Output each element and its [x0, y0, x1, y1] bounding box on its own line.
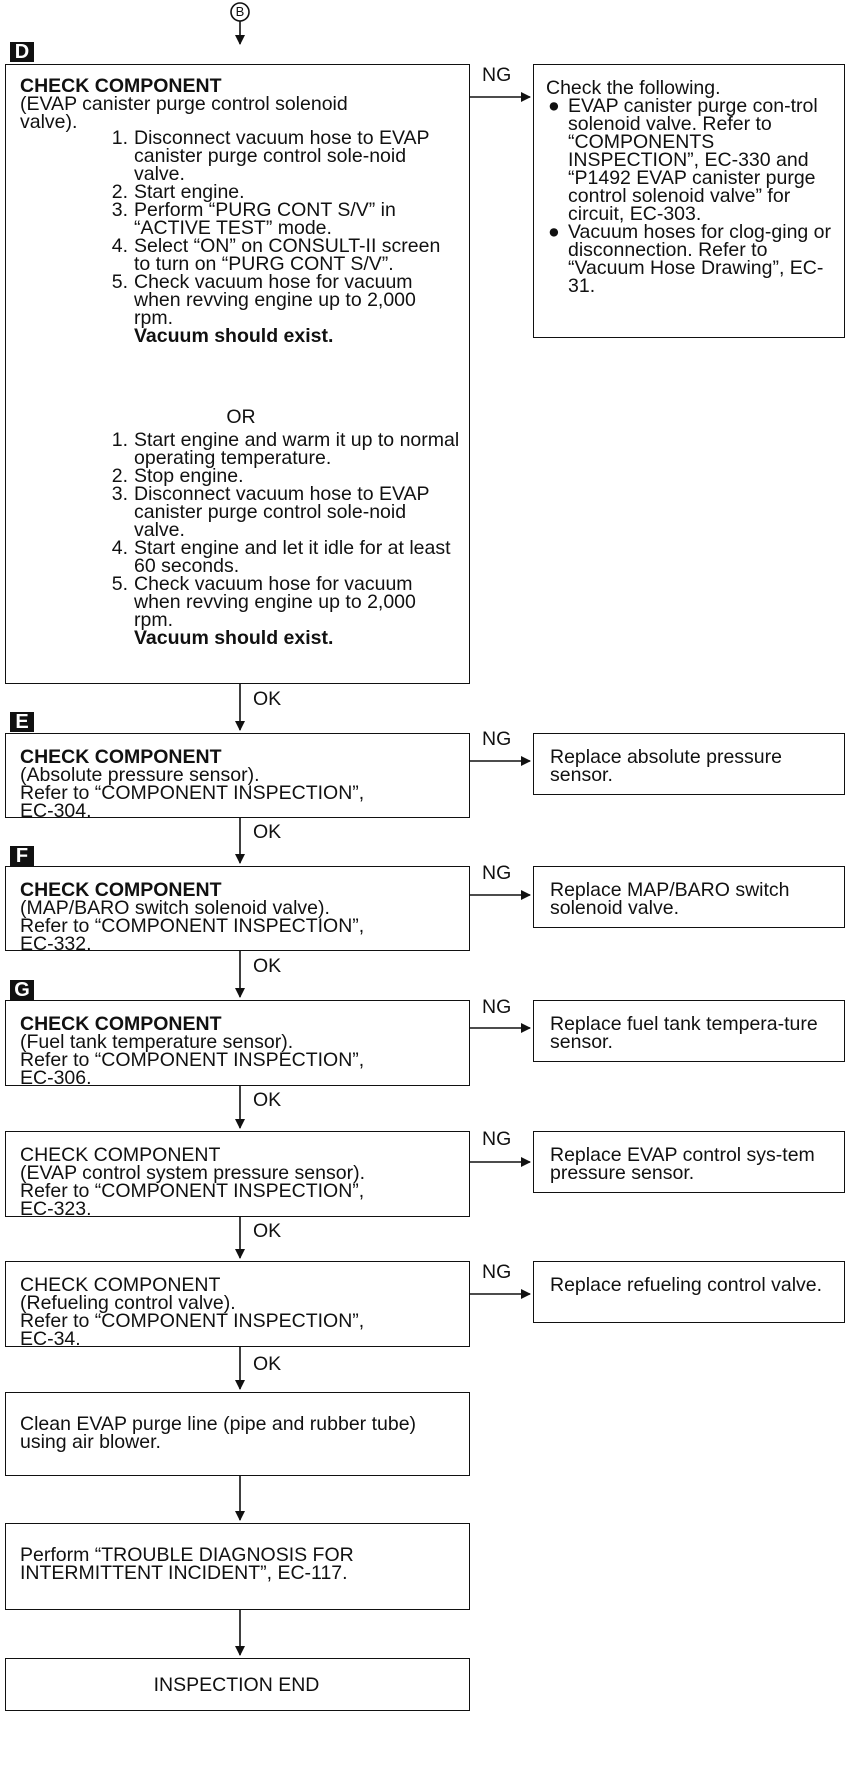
box-d-title: CHECK COMPONENT	[20, 75, 222, 97]
box-h-line-2: Refer to “COMPONENT INSPECTION”,	[20, 1180, 365, 1202]
ng-i-text: Replace refueling control valve.	[550, 1274, 823, 1296]
or-label: OR	[226, 406, 256, 428]
box-i-title: CHECK COMPONENT	[20, 1274, 221, 1296]
ng-g-text: Replace fuel tank tempera-ture sensor.	[550, 1013, 818, 1053]
box-f-line-3: EC-332.	[20, 933, 92, 955]
box-i-line-2: Refer to “COMPONENT INSPECTION”,	[20, 1310, 365, 1332]
box-g-line-2: Refer to “COMPONENT INSPECTION”,	[20, 1049, 365, 1071]
inspection-end-box: INSPECTION END	[5, 1658, 470, 1711]
box-g-title: CHECK COMPONENT	[20, 1013, 222, 1035]
box-d-subtitle-2: valve).	[20, 111, 78, 133]
ng-box-g: Replace fuel tank tempera-ture sensor.	[533, 1000, 845, 1062]
ng-label-f: NG	[482, 862, 512, 884]
ng-label-h: NG	[482, 1128, 512, 1150]
ng-d-item-2: ●Vacuum hoses for clog-ging or disconnec…	[548, 221, 832, 297]
ng-label-e: NG	[482, 728, 512, 750]
ng-label-i: NG	[482, 1261, 512, 1283]
ok-label-h: OK	[253, 1220, 282, 1242]
check-component-box-f: CHECK COMPONENT (MAP/BARO switch solenoi…	[5, 866, 470, 955]
ng-f-text: Replace MAP/BARO switch solenoid valve.	[550, 879, 790, 919]
box-f-line-1: (MAP/BARO switch solenoid valve).	[20, 897, 330, 919]
box-f-line-2: Refer to “COMPONENT INSPECTION”,	[20, 915, 365, 937]
consult-step-1: 1.Disconnect vacuum hose to EVAP caniste…	[111, 127, 430, 185]
consult-steps: 1.Disconnect vacuum hose to EVAP caniste…	[100, 127, 460, 347]
ng-d-intro: Check the following.	[546, 77, 721, 99]
inspection-end-text: INSPECTION END	[153, 1674, 320, 1696]
clean-purge-line-box: Clean EVAP purge line (pipe and rubber t…	[5, 1392, 470, 1476]
box-g-line-1: (Fuel tank temperature sensor).	[20, 1031, 294, 1053]
clean-purge-line-text: Clean EVAP purge line (pipe and rubber t…	[20, 1413, 417, 1453]
consult-result: Vacuum should exist.	[134, 325, 334, 347]
box-h-line-3: EC-323.	[20, 1198, 92, 1220]
step-mark-f: F	[10, 846, 34, 866]
check-component-box-i: CHECK COMPONENT (Refueling control valve…	[5, 1261, 470, 1350]
box-d-subtitle-1: (EVAP canister purge control solenoid	[20, 93, 348, 115]
box-i-line-1: (Refueling control valve).	[20, 1292, 236, 1314]
noconsult-step-5: 5.Check vacuum hose for vacuum when revv…	[111, 573, 416, 631]
step-mark-e: E	[10, 712, 34, 732]
ng-d-item-1: ●EVAP canister purge con-trol solenoid v…	[548, 95, 818, 225]
box-h-title: CHECK COMPONENT	[20, 1144, 221, 1166]
ng-box-d: Check the following. ●EVAP canister purg…	[533, 64, 845, 338]
ok-label-i: OK	[253, 1353, 282, 1375]
ng-e-text: Replace absolute pressure sensor.	[550, 746, 782, 786]
check-component-box-d: CHECK COMPONENT (EVAP canister purge con…	[5, 64, 470, 684]
box-e-title: CHECK COMPONENT	[20, 746, 222, 768]
consult-step-2: 2.Start engine.	[111, 181, 245, 203]
ng-box-e: Replace absolute pressure sensor.	[533, 733, 845, 795]
noconsult-step-4: 4.Start engine and let it idle for at le…	[111, 537, 451, 577]
box-e-line-1: (Absolute pressure sensor).	[20, 764, 260, 786]
noconsult-steps: 1.Start engine and warm it up to normal …	[100, 429, 460, 649]
ok-label-d: OK	[253, 688, 282, 710]
consult-step-3: 3.Perform “PURG CONT S/V” in “ACTIVE TES…	[111, 199, 396, 239]
consult-step-5: 5.Check vacuum hose for vacuum when revv…	[111, 271, 416, 329]
box-i-line-3: EC-34.	[20, 1328, 81, 1350]
noconsult-step-2: 2.Stop engine.	[111, 465, 244, 487]
check-component-box-g: CHECK COMPONENT (Fuel tank temperature s…	[5, 1000, 470, 1089]
ng-box-i: Replace refueling control valve.	[533, 1261, 845, 1323]
trouble-diagnosis-text: Perform “TROUBLE DIAGNOSIS FOR INTERMITT…	[20, 1544, 354, 1584]
box-e-line-2: Refer to “COMPONENT INSPECTION”,	[20, 782, 365, 804]
trouble-diagnosis-box: Perform “TROUBLE DIAGNOSIS FOR INTERMITT…	[5, 1523, 470, 1610]
ng-box-h: Replace EVAP control sys-tem pressure se…	[533, 1131, 845, 1193]
ok-label-f: OK	[253, 955, 282, 977]
ng-label-d: NG	[482, 64, 512, 86]
step-mark-g: G	[10, 980, 34, 1000]
ng-label-g: NG	[482, 996, 512, 1018]
noconsult-step-3: 3.Disconnect vacuum hose to EVAP caniste…	[111, 483, 430, 541]
box-h-line-1: (EVAP control system pressure sensor).	[20, 1162, 365, 1184]
box-e-line-3: EC-304.	[20, 800, 92, 822]
check-component-box-e: CHECK COMPONENT (Absolute pressure senso…	[5, 733, 470, 822]
ng-box-f: Replace MAP/BARO switch solenoid valve.	[533, 866, 845, 928]
box-f-title: CHECK COMPONENT	[20, 879, 222, 901]
ok-label-e: OK	[253, 821, 282, 843]
connector-label: B	[235, 4, 245, 19]
check-component-box-h: CHECK COMPONENT (EVAP control system pre…	[5, 1131, 470, 1220]
ok-label-g: OK	[253, 1089, 282, 1111]
ng-h-text: Replace EVAP control sys-tem pressure se…	[550, 1144, 815, 1184]
consult-step-4: 4.Select “ON” on CONSULT-II screen to tu…	[111, 235, 441, 275]
step-mark-d: D	[10, 42, 34, 62]
noconsult-result: Vacuum should exist.	[134, 627, 334, 649]
noconsult-step-1: 1.Start engine and warm it up to normal …	[111, 429, 460, 469]
box-g-line-3: EC-306.	[20, 1067, 92, 1089]
